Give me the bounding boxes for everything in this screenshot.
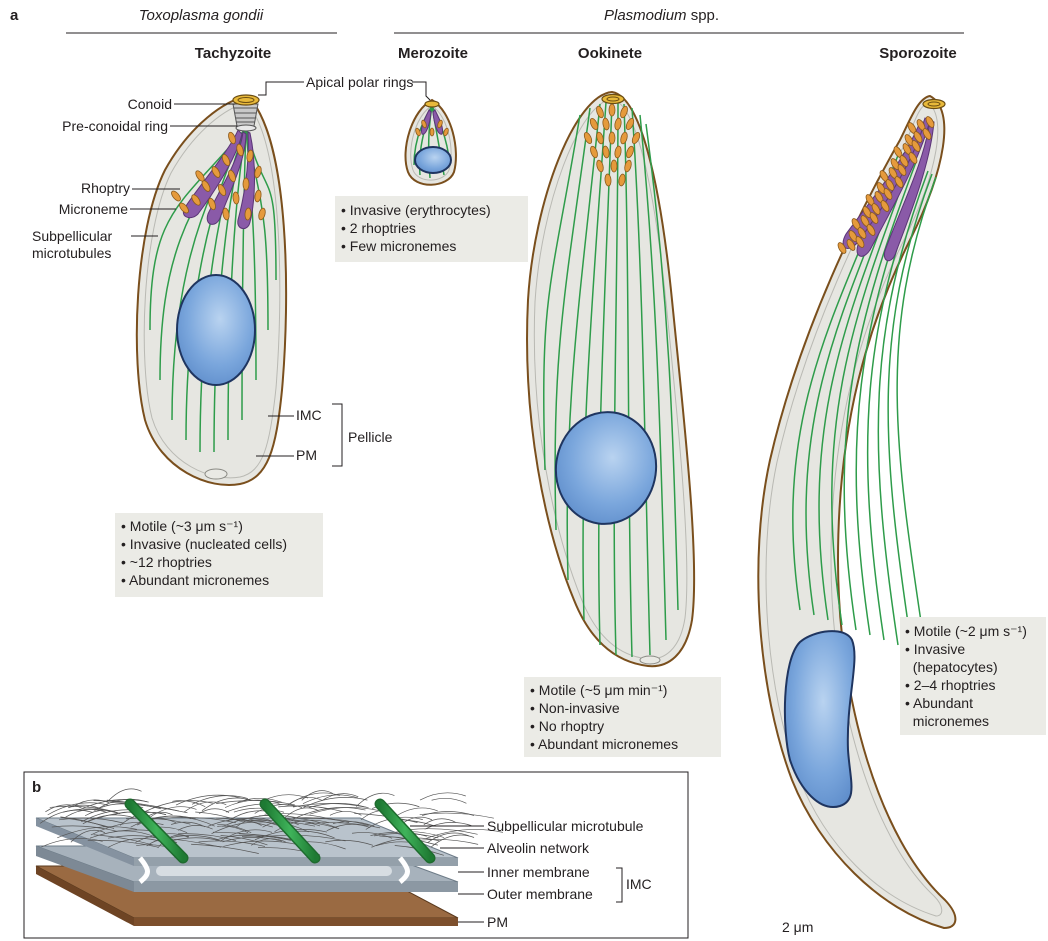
sporozoite-info-line: micronemes bbox=[905, 713, 989, 729]
merozoite-info-line: • 2 rhoptries bbox=[341, 220, 416, 236]
tachyzoite-info-line: • Invasive (nucleated cells) bbox=[121, 536, 287, 552]
ookinete-cell bbox=[527, 92, 694, 666]
subpellicular-microtubule-label: Subpellicular microtubule bbox=[487, 818, 644, 834]
outer-membrane-label: Outer membrane bbox=[487, 886, 593, 902]
merozoite-nucleus bbox=[415, 147, 451, 173]
merozoite-title: Merozoite bbox=[398, 45, 468, 62]
ookinete-apical-rings bbox=[602, 95, 624, 104]
ookinete-info-line: • Abundant micronemes bbox=[530, 736, 678, 752]
merozoite-info-line: • Few micronemes bbox=[341, 238, 456, 254]
plasmodium-header: Plasmodium spp. bbox=[604, 7, 719, 24]
sporozoite-apical-rings bbox=[923, 100, 945, 109]
tachyzoite-title: Tachyzoite bbox=[195, 45, 271, 62]
sporozoite-info-line: • 2–4 rhoptries bbox=[905, 677, 996, 693]
microneme bbox=[609, 104, 615, 116]
ookinete-info-box: • Motile (~5 μm min⁻¹) • Non-invasive • … bbox=[524, 677, 721, 757]
preconoidal-ring-label: Pre-conoidal ring bbox=[62, 118, 168, 134]
tachyzoite-micropore bbox=[205, 469, 227, 479]
apical-rings-leader-mero bbox=[412, 82, 430, 100]
pm-label: PM bbox=[296, 447, 317, 463]
pellicle-bracket bbox=[332, 404, 342, 466]
tachyzoite-info-line: • Abundant micronemes bbox=[121, 572, 269, 588]
ookinete-micropore bbox=[640, 656, 660, 664]
ookinete-info-line: • No rhoptry bbox=[530, 718, 604, 734]
sporozoite-title: Sporozoite bbox=[879, 45, 957, 62]
toxoplasma-header: Toxoplasma gondii bbox=[139, 7, 264, 24]
merozoite-apical-rings bbox=[425, 101, 439, 107]
microneme bbox=[243, 178, 249, 190]
panel-a-letter: a bbox=[10, 7, 19, 24]
subpellicular-label-1: Subpellicular bbox=[32, 228, 112, 244]
scale-bar-label: 2 μm bbox=[782, 919, 813, 935]
ookinete-info-line: • Motile (~5 μm min⁻¹) bbox=[530, 682, 667, 698]
tachyzoite-info-line: • ~12 rhoptries bbox=[121, 554, 212, 570]
tachyzoite-cell bbox=[137, 95, 286, 485]
microneme bbox=[430, 128, 434, 136]
sporozoite-cell bbox=[758, 96, 955, 928]
inner-membrane-label: Inner membrane bbox=[487, 864, 590, 880]
sporozoite-info-box: • Motile (~2 μm s⁻¹) • Invasive (hepatoc… bbox=[900, 617, 1046, 735]
pellicle-label: Pellicle bbox=[348, 429, 393, 445]
tachyzoite-nucleus bbox=[177, 275, 255, 385]
panel-b-letter: b bbox=[32, 779, 41, 796]
sporozoite-info-line: • Motile (~2 μm s⁻¹) bbox=[905, 623, 1027, 639]
ookinete-info-line: • Non-invasive bbox=[530, 700, 620, 716]
alveolin-network-label: Alveolin network bbox=[487, 840, 590, 856]
apical-rings-leader-toxo bbox=[258, 82, 304, 95]
conoid-label: Conoid bbox=[128, 96, 172, 112]
ookinete-title: Ookinete bbox=[578, 45, 642, 62]
pm-label-b: PM bbox=[487, 914, 508, 930]
microneme bbox=[609, 132, 615, 144]
panel-b: b Subpellicular microtubule bbox=[24, 772, 688, 938]
imc-label: IMC bbox=[296, 407, 322, 423]
sporozoite-info-line: • Abundant bbox=[905, 695, 973, 711]
microneme-label: Microneme bbox=[59, 201, 128, 217]
merozoite-cell bbox=[405, 100, 455, 185]
merozoite-info-line: • Invasive (erythrocytes) bbox=[341, 202, 491, 218]
tachyzoite-info-line: • Motile (~3 μm s⁻¹) bbox=[121, 518, 243, 534]
merozoite-info-box: • Invasive (erythrocytes) • 2 rhoptries … bbox=[335, 196, 528, 262]
subpellicular-label-2: microtubules bbox=[32, 245, 111, 261]
microneme bbox=[611, 160, 617, 172]
tachyzoite-info-box: • Motile (~3 μm s⁻¹) • Invasive (nucleat… bbox=[115, 513, 323, 597]
sporozoite-info-line: (hepatocytes) bbox=[905, 659, 998, 675]
imc-label-b: IMC bbox=[626, 876, 652, 892]
sporozoite-info-line: • Invasive bbox=[905, 641, 965, 657]
rhoptry-label: Rhoptry bbox=[81, 180, 130, 196]
apical-polar-rings-label: Apical polar rings bbox=[306, 74, 413, 90]
